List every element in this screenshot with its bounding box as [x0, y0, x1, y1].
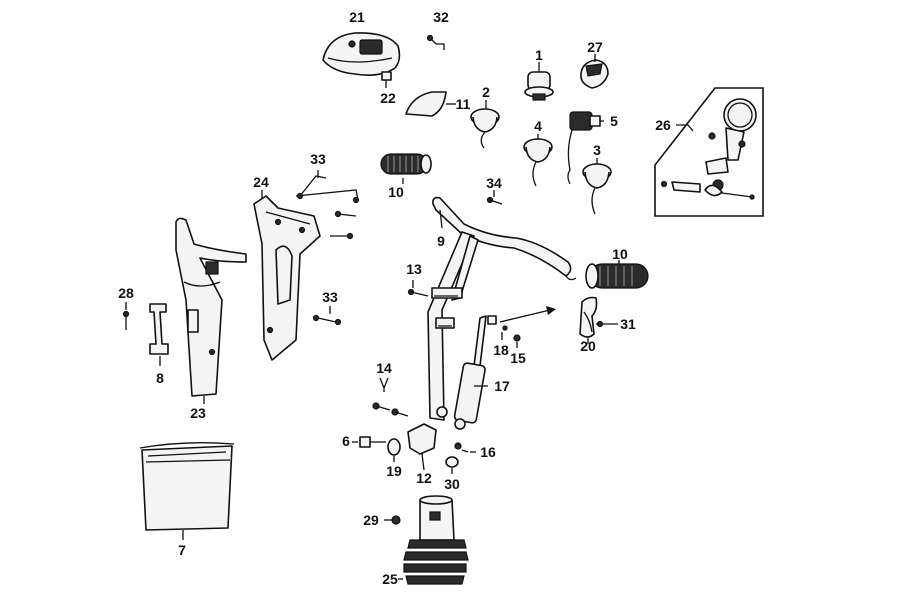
cover-11	[405, 91, 456, 117]
label-18: 18	[493, 342, 509, 358]
headlight-cover-21	[322, 32, 401, 76]
label-21: 21	[349, 9, 365, 25]
bolt-6	[352, 436, 386, 448]
screw-31	[596, 320, 618, 328]
boot-25	[398, 495, 469, 585]
clip-22	[381, 71, 392, 88]
shock-absorber-17	[453, 315, 488, 430]
label-9: 9	[437, 233, 445, 249]
label-27: 27	[587, 39, 603, 55]
grip-10-left	[380, 153, 432, 184]
screws-33-upper	[295, 170, 360, 240]
label-25: 25	[382, 571, 398, 587]
label-6: 6	[342, 433, 350, 449]
bracket-8	[149, 303, 169, 366]
screw-13	[407, 280, 429, 297]
label-19: 19	[386, 463, 402, 479]
washer-30	[445, 456, 459, 474]
arrow-to-throttle	[499, 306, 556, 323]
rear-column-cover-24	[253, 190, 321, 361]
label-29: 29	[363, 512, 379, 528]
nut-15	[513, 334, 521, 348]
pin-18	[487, 315, 508, 340]
label-7: 7	[178, 542, 186, 558]
grip-10-right	[585, 260, 649, 289]
label-11: 11	[456, 96, 471, 112]
switch-3	[582, 158, 612, 215]
label-5: 5	[610, 113, 618, 129]
label-32: 32	[433, 9, 449, 25]
label-16: 16	[480, 444, 496, 460]
switch-connector-5	[567, 111, 604, 185]
label-23: 23	[190, 405, 206, 421]
callout-labels: 21 32 22 11 1 27 2 5 4 3 26 33 24 10 34 …	[118, 9, 671, 587]
washer-19	[387, 438, 401, 462]
screw-28	[122, 302, 130, 330]
label-8: 8	[156, 370, 164, 386]
label-26: 26	[655, 117, 671, 133]
label-33b: 33	[322, 289, 338, 305]
nut-29	[384, 515, 401, 525]
label-33a: 33	[310, 151, 326, 167]
basket-7	[139, 442, 235, 540]
screw-34	[486, 190, 503, 205]
label-17: 17	[494, 378, 510, 394]
screws-33-lower	[312, 306, 342, 326]
label-34: 34	[486, 175, 502, 191]
label-13: 13	[406, 261, 422, 277]
throttle-20	[579, 296, 598, 344]
label-3: 3	[593, 142, 601, 158]
label-30: 30	[444, 476, 460, 492]
clamp-12	[407, 423, 437, 471]
front-column-cover-23	[175, 217, 247, 404]
label-2: 2	[482, 84, 490, 100]
switch-4	[523, 134, 553, 187]
bolts-14	[372, 377, 409, 417]
label-24: 24	[253, 174, 269, 190]
screw-32	[426, 34, 445, 50]
handlebar-9	[427, 196, 577, 421]
nut-16	[454, 442, 476, 453]
label-20: 20	[580, 338, 596, 354]
label-10a: 10	[388, 184, 404, 200]
key-switch-27	[580, 54, 609, 89]
label-22: 22	[380, 90, 396, 106]
label-12: 12	[416, 470, 432, 486]
label-14: 14	[376, 360, 392, 376]
label-1: 1	[535, 47, 543, 63]
label-31: 31	[620, 316, 636, 332]
mirror-assembly-26	[654, 87, 764, 217]
label-28: 28	[118, 285, 134, 301]
switch-2	[470, 100, 500, 149]
switch-knob-1	[524, 62, 554, 101]
label-4: 4	[534, 118, 542, 134]
label-15: 15	[510, 350, 526, 366]
label-10b: 10	[612, 246, 628, 262]
